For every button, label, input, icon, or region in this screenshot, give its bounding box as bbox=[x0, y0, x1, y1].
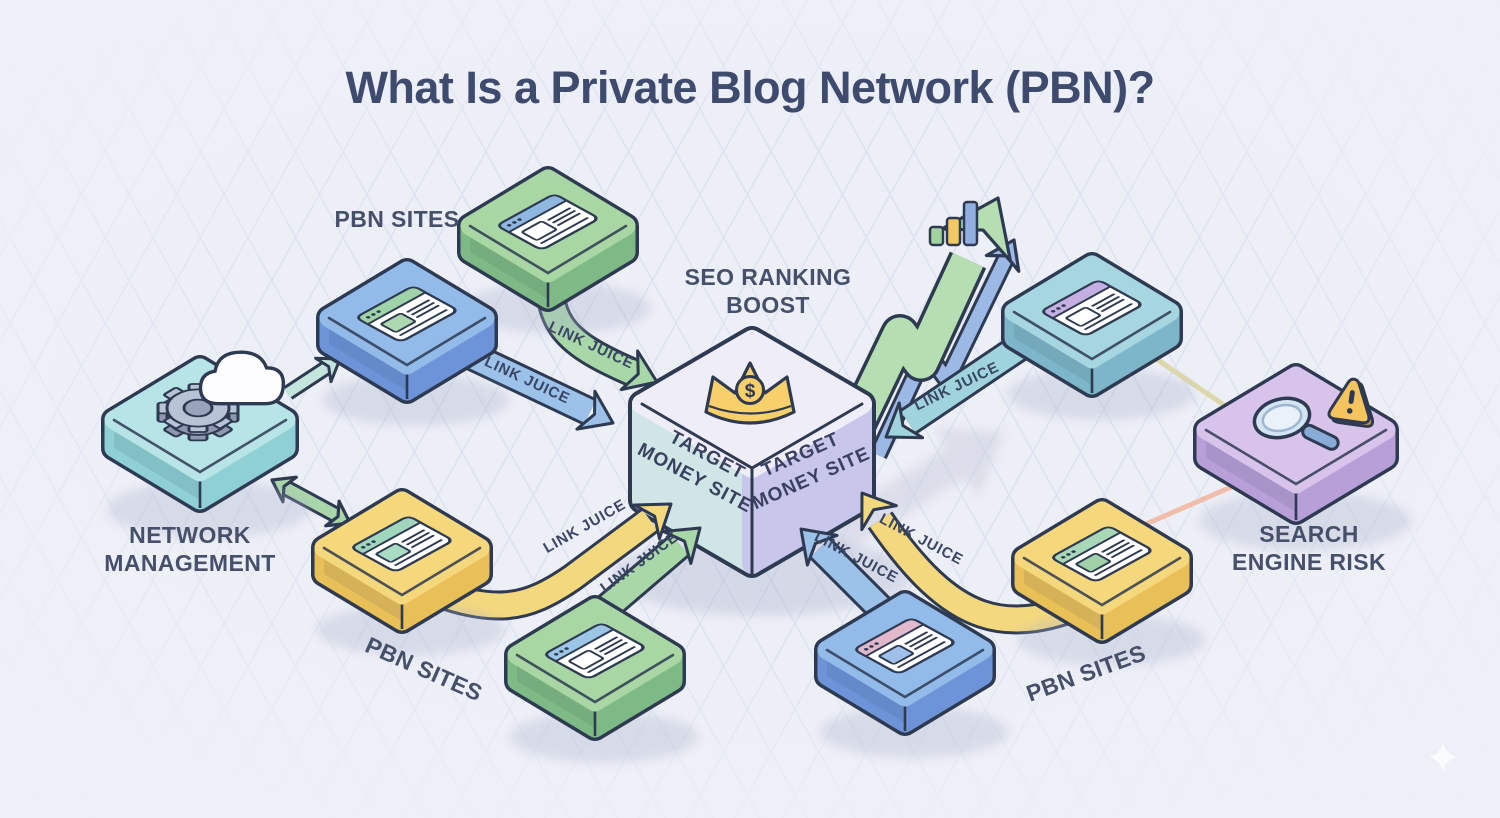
network-label-line1: NETWORK bbox=[129, 521, 251, 548]
browser-window-icon bbox=[352, 516, 452, 572]
network-label-line2: MANAGEMENT bbox=[104, 550, 276, 576]
pbn-tile-cyan-topright bbox=[1001, 252, 1195, 420]
network-management-label: NETWORK MANAGEMENT bbox=[104, 521, 275, 577]
crown-icon: $ bbox=[704, 361, 796, 425]
management-sync-arrow bbox=[270, 475, 352, 528]
link-juice-arrow-cyan-topright bbox=[884, 327, 1039, 440]
browser-window-icon bbox=[855, 618, 955, 674]
warning-triangle-icon bbox=[1327, 377, 1375, 428]
crown-dollar-symbol: $ bbox=[745, 381, 756, 402]
pbn-tile-yellow-bottomleft bbox=[311, 488, 505, 656]
browser-window-icon bbox=[1042, 280, 1142, 336]
cloud-icon bbox=[198, 350, 286, 406]
bar-chart-icon bbox=[928, 200, 979, 247]
pbn-sites-label-top: PBN SITES bbox=[334, 205, 460, 232]
pbn-tile-green-bottomcenter bbox=[504, 595, 698, 763]
page-title: What Is a Private Blog Network (PBN)? bbox=[345, 62, 1155, 113]
management-link-arrow bbox=[283, 356, 342, 400]
browser-window-icon bbox=[545, 623, 645, 679]
sparkle-icon bbox=[1429, 743, 1457, 771]
browser-window-icon bbox=[357, 286, 457, 342]
risk-label-line1: SEARCH bbox=[1259, 520, 1359, 547]
seo-label-line2: BOOST bbox=[726, 292, 810, 318]
search-engine-risk-label: SEARCH ENGINE RISK bbox=[1232, 520, 1386, 576]
browser-window-icon bbox=[1052, 526, 1152, 582]
pbn-tile-green-top bbox=[457, 166, 651, 334]
growth-arrow-icon bbox=[831, 196, 1021, 460]
pbn-tile-blue-bottomright bbox=[814, 590, 1008, 758]
seo-label-line1: SEO RANKING bbox=[684, 263, 852, 290]
pbn-tile-yellow-bottomright bbox=[1011, 498, 1205, 666]
seo-ranking-boost-label: SEO RANKING BOOST bbox=[685, 263, 852, 319]
risk-label-line2: ENGINE RISK bbox=[1232, 549, 1386, 575]
browser-window-icon bbox=[498, 194, 598, 250]
pbn-tile-blue-topleft bbox=[316, 258, 510, 426]
magnifying-glass-icon bbox=[1252, 396, 1340, 451]
